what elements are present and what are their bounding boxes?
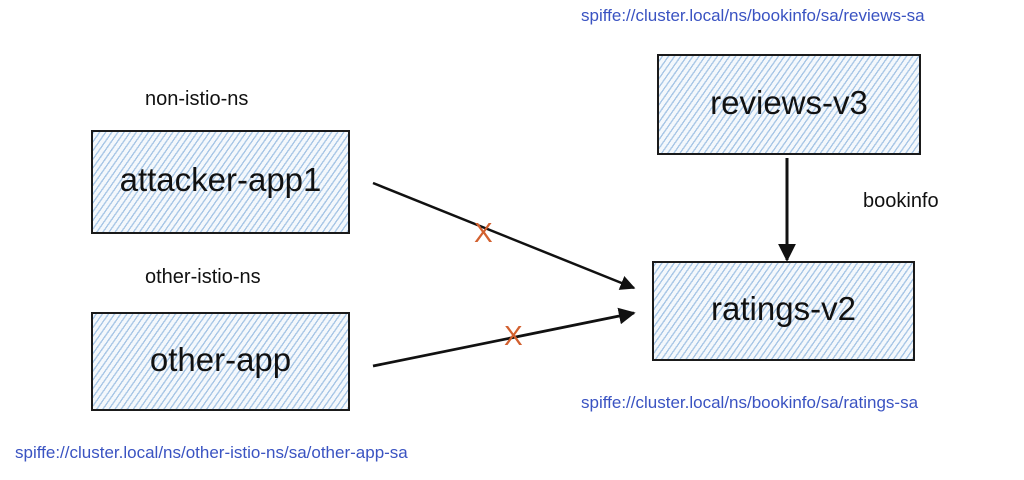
blocked-mark-icon: X <box>474 217 493 248</box>
reviews-spiffe-id: spiffe://cluster.local/ns/bookinfo/sa/re… <box>581 6 925 25</box>
node-ratings-v2[interactable]: ratings-v2 <box>652 261 915 361</box>
edge-other-app-to-ratings <box>372 307 636 368</box>
node-label: reviews-v3 <box>710 83 868 121</box>
node-label: other-app <box>149 340 292 378</box>
node-label: attacker-app1 <box>119 161 322 198</box>
node-attacker-app1[interactable]: attacker-app1 <box>91 130 350 234</box>
node-other-app[interactable]: other-app <box>91 312 350 411</box>
other-app-spiffe-id: spiffe://cluster.local/ns/other-istio-ns… <box>15 443 408 462</box>
edge-attacker-to-ratings <box>372 181 636 290</box>
node-label: ratings-v2 <box>711 290 856 327</box>
namespace-label-non-istio: non-istio-ns <box>145 88 249 110</box>
namespace-label-bookinfo: bookinfo <box>863 190 939 212</box>
namespace-label-other-istio: other-istio-ns <box>145 266 261 288</box>
node-reviews-v3[interactable]: reviews-v3 <box>657 54 921 155</box>
ratings-spiffe-id: spiffe://cluster.local/ns/bookinfo/sa/ra… <box>581 393 919 412</box>
blocked-mark-icon: X <box>504 320 523 351</box>
